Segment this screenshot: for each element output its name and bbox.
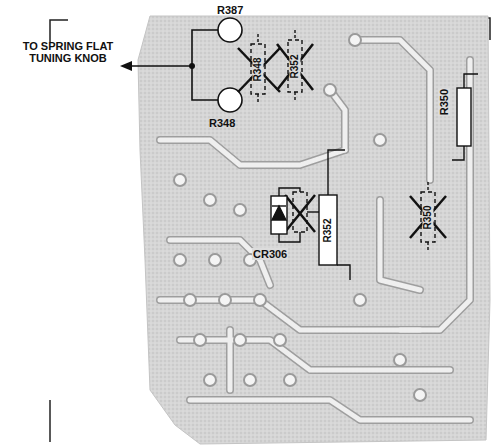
part-label: CR306 [252, 248, 288, 260]
removed-part-label: R350 [422, 204, 433, 230]
part-label: R350 [438, 88, 450, 116]
pad-label: R387 [217, 4, 243, 16]
diode-symbol [271, 188, 300, 242]
part-label: R352 [322, 218, 333, 242]
removed-part-label: R348 [252, 56, 263, 82]
solder-pad [174, 34, 426, 401]
junction-dot [189, 63, 195, 69]
pad-label: R348 [209, 117, 235, 129]
wire [128, 30, 218, 100]
arrowhead [120, 61, 132, 71]
removed-part-label: R352 [289, 53, 300, 79]
destination-note: TO SPRING FLAT TUNING KNOB [13, 40, 123, 64]
resistor-symbol [307, 150, 350, 280]
circuit-board [138, 16, 490, 444]
removed-resistor [238, 30, 446, 252]
copper-trace [160, 40, 470, 420]
terminal-pad [218, 18, 242, 112]
resistor-symbol [452, 74, 478, 160]
